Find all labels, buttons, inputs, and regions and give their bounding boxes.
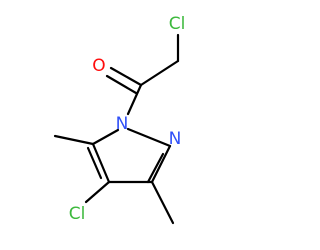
atom-labels: Cl O N N Cl [69,14,186,224]
bond-n2-c3-1 [150,144,172,184]
atom-n2: N [169,129,182,149]
chemical-structure: Cl O N N Cl [53,14,186,225]
bond-c5-methyl [53,134,95,146]
bond-c4-c5-2 [86,146,103,180]
bonds [53,33,180,225]
bond-c5-n1 [91,128,120,146]
bond-c3-methyl [150,180,175,225]
bond-carbonyl-o-1 [109,66,143,87]
bond-n2-c3-2 [146,152,165,184]
bond-n1-carbonyl [126,83,143,116]
bond-c4-cl [84,180,111,204]
bond-c4-c5-1 [91,142,111,184]
atom-cl-top: Cl [169,14,186,34]
atom-o-carbonyl: O [92,56,105,76]
bond-carbonyl-ch2 [139,59,180,87]
atom-n1: N [116,114,129,134]
atom-cl-ring: Cl [69,204,86,224]
bond-n1-n2 [126,127,172,148]
bond-carbonyl-o-2 [105,74,138,95]
